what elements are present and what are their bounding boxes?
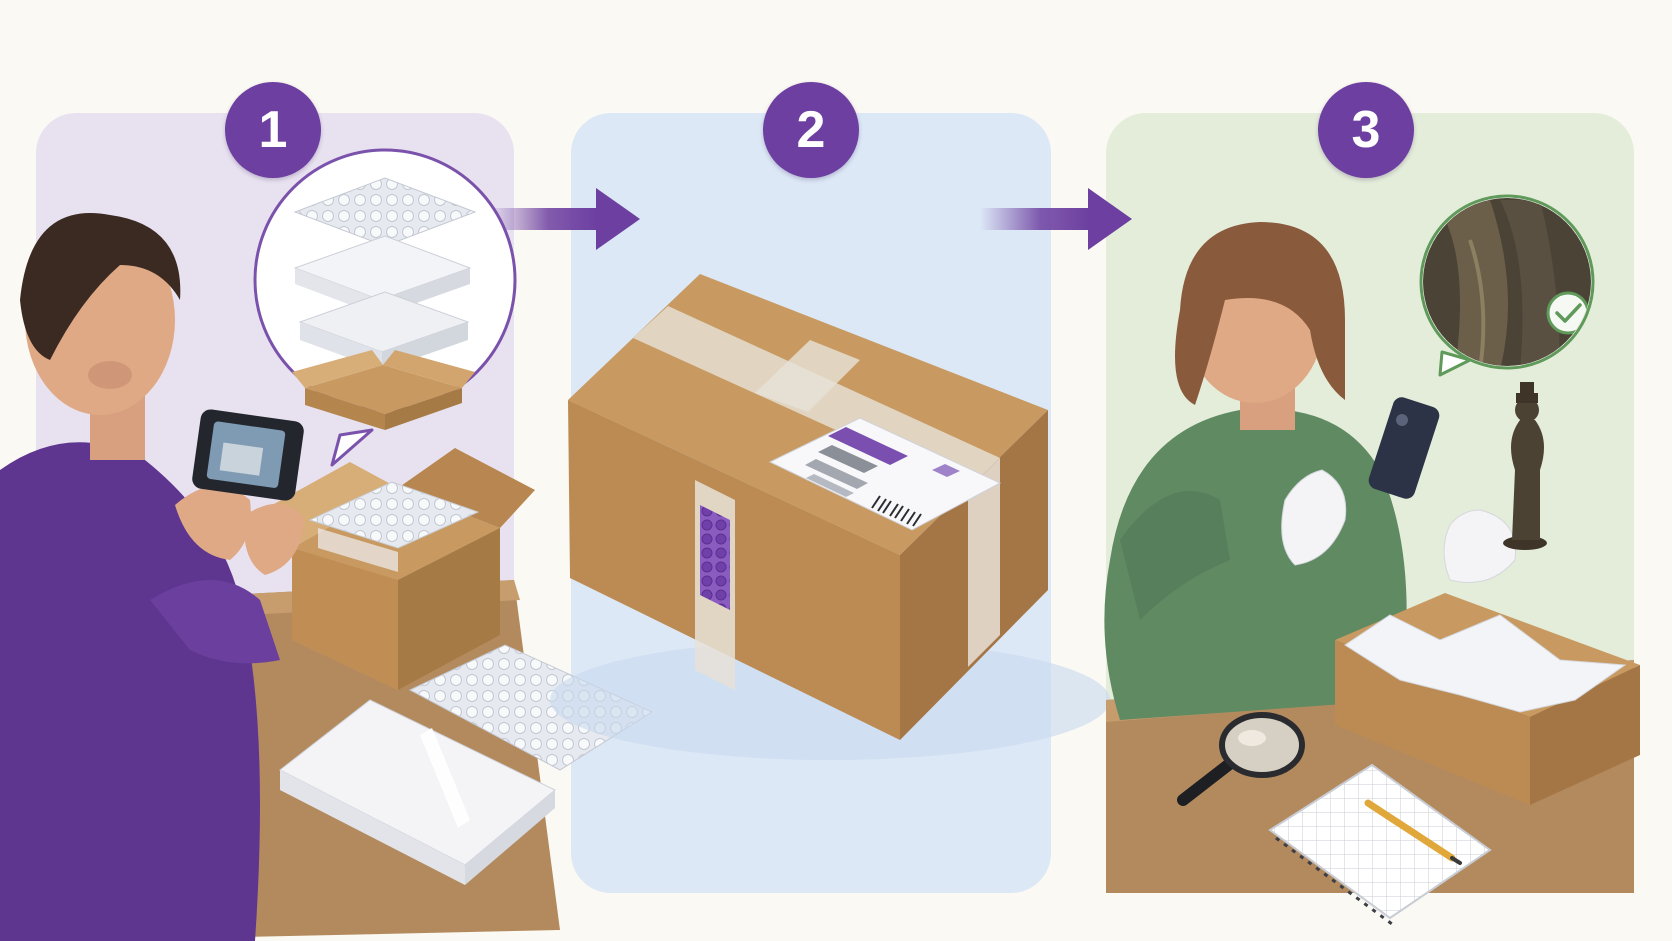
barcode-icon — [871, 495, 922, 527]
fragile-sticker — [700, 505, 730, 610]
smartphone-icon — [1368, 397, 1440, 499]
box-layer — [292, 350, 475, 430]
step-arrow-icon — [488, 188, 640, 250]
white-glove — [1281, 469, 1347, 566]
detail-zoom-callout — [1419, 194, 1595, 377]
tissue-paper — [1344, 614, 1627, 713]
sealed-shipping-box — [568, 274, 1048, 740]
person-packing — [0, 213, 305, 941]
step-3-badge: 3 — [1318, 82, 1414, 178]
magnifying-glass-icon — [1177, 712, 1305, 806]
smartphone-icon — [192, 409, 304, 501]
unpacked-box — [1335, 593, 1640, 805]
packing-layers-callout — [253, 148, 517, 467]
step-2-badge: 2 — [763, 82, 859, 178]
step-1-badge: 1 — [225, 82, 321, 178]
inspection-notebook — [1268, 763, 1492, 926]
step-arrow-icon — [980, 188, 1132, 250]
packing-tape — [755, 340, 860, 412]
bubble-wrap-layer — [293, 177, 477, 247]
wrapped-package — [279, 699, 556, 885]
checkmark-icon — [1555, 303, 1582, 323]
person-inspecting — [1104, 222, 1517, 720]
bronze-figurine — [1503, 382, 1547, 550]
shipping-label — [768, 417, 1002, 531]
pencil-icon — [1364, 799, 1462, 865]
